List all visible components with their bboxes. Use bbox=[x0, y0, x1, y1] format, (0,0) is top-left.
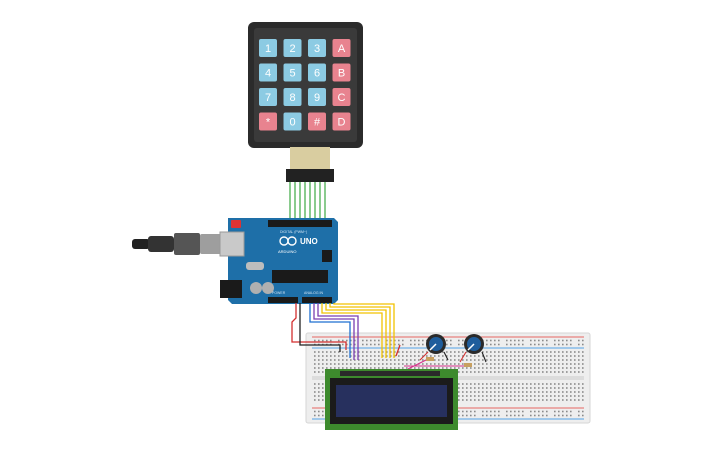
usb-cable[interactable] bbox=[132, 233, 222, 255]
potentiometer-2[interactable] bbox=[464, 334, 484, 354]
keypad-ribbon-wires[interactable] bbox=[289, 182, 326, 219]
keypad-key[interactable]: B bbox=[332, 63, 351, 82]
wire-purple-2 bbox=[317, 303, 359, 360]
resistor-1[interactable] bbox=[426, 357, 434, 361]
keypad-key[interactable]: 2 bbox=[283, 39, 302, 57]
capacitor-2 bbox=[262, 282, 274, 294]
wire-yellow-2 bbox=[325, 303, 387, 358]
resistor-2[interactable] bbox=[464, 363, 472, 367]
power-label: POWER bbox=[272, 291, 286, 295]
keypad-key-label: 7 bbox=[265, 92, 271, 104]
keypad-key-label: 3 bbox=[314, 43, 320, 55]
arduino-uno-board[interactable]: UNO ARDUINO DIGITAL (PWM~) POWER ANALOG … bbox=[219, 218, 338, 304]
keypad-inner bbox=[254, 28, 357, 142]
keypad-key[interactable]: 8 bbox=[283, 88, 302, 106]
keypad-key[interactable]: 0 bbox=[283, 112, 302, 131]
wire-gnd-black bbox=[299, 303, 341, 352]
keypad-key[interactable]: 5 bbox=[283, 63, 302, 82]
icsp-header bbox=[322, 250, 332, 262]
lcd-screen bbox=[336, 385, 447, 417]
arduino-wires[interactable] bbox=[291, 303, 401, 360]
atmega-chip bbox=[272, 270, 328, 283]
potentiometer-1[interactable] bbox=[426, 334, 446, 354]
keypad-key[interactable]: 9 bbox=[308, 88, 326, 106]
wire-5v-red bbox=[291, 303, 347, 350]
keypad-connector bbox=[286, 147, 334, 182]
power-header bbox=[268, 297, 298, 303]
digital-header bbox=[268, 220, 332, 227]
keypad-keys: 1 2 3 A 4 5 6 B 7 8 9 C * 0 # D bbox=[259, 39, 351, 131]
wire-purple-1 bbox=[313, 303, 355, 360]
board-uno-label: UNO bbox=[300, 237, 318, 246]
lcd-16x2[interactable] bbox=[325, 369, 458, 430]
arduino-logo-icon bbox=[279, 236, 297, 246]
keypad-key[interactable]: C bbox=[332, 88, 351, 106]
analog-header bbox=[302, 297, 332, 303]
keypad-key-label: 6 bbox=[314, 68, 320, 80]
keypad-key-label: 0 bbox=[289, 117, 295, 129]
keypad-key-label: D bbox=[338, 117, 346, 129]
keypad-key[interactable]: A bbox=[332, 39, 351, 57]
pot-wires[interactable] bbox=[404, 351, 487, 370]
wire-red-short bbox=[395, 344, 401, 357]
keypad-key-label: # bbox=[314, 117, 321, 129]
crystal bbox=[246, 262, 264, 270]
wire-yellow-1 bbox=[321, 303, 383, 358]
keypad-key[interactable]: # bbox=[308, 112, 326, 131]
digital-label: DIGITAL (PWM~) bbox=[280, 230, 307, 234]
keypad-key[interactable]: 4 bbox=[259, 63, 277, 82]
keypad-key-label: A bbox=[338, 43, 346, 55]
keypad-key-label: 8 bbox=[289, 92, 295, 104]
wire-yellow-3 bbox=[329, 303, 391, 358]
keypad-key-label: 9 bbox=[314, 92, 320, 104]
lcd-pin-header bbox=[340, 371, 440, 376]
wire-blue bbox=[309, 303, 351, 358]
keypad-key[interactable]: 7 bbox=[259, 88, 277, 106]
keypad-key-label: C bbox=[338, 92, 346, 104]
keypad-key-label: 1 bbox=[265, 43, 271, 55]
keypad-key[interactable]: 1 bbox=[259, 39, 277, 57]
keypad-key[interactable]: 6 bbox=[308, 63, 326, 82]
keypad[interactable]: 1 2 3 A 4 5 6 B 7 8 9 C * 0 # D bbox=[248, 22, 363, 182]
analog-label: ANALOG IN bbox=[304, 291, 324, 295]
brand-label: ARDUINO bbox=[278, 249, 296, 254]
keypad-key-label: 4 bbox=[265, 68, 271, 80]
keypad-key[interactable]: 3 bbox=[308, 39, 326, 57]
keypad-key-label: 2 bbox=[289, 43, 295, 55]
keypad-key[interactable]: * bbox=[259, 112, 277, 131]
keypad-key-label: B bbox=[338, 68, 345, 80]
power-jack bbox=[220, 280, 242, 298]
reset-button[interactable] bbox=[231, 220, 241, 228]
keypad-key-label: 5 bbox=[289, 68, 295, 80]
keypad-key-label: * bbox=[266, 117, 271, 129]
keypad-key[interactable]: D bbox=[332, 112, 351, 131]
capacitor-1 bbox=[250, 282, 262, 294]
wire-yellow-4 bbox=[333, 303, 395, 358]
usb-port bbox=[219, 231, 245, 257]
